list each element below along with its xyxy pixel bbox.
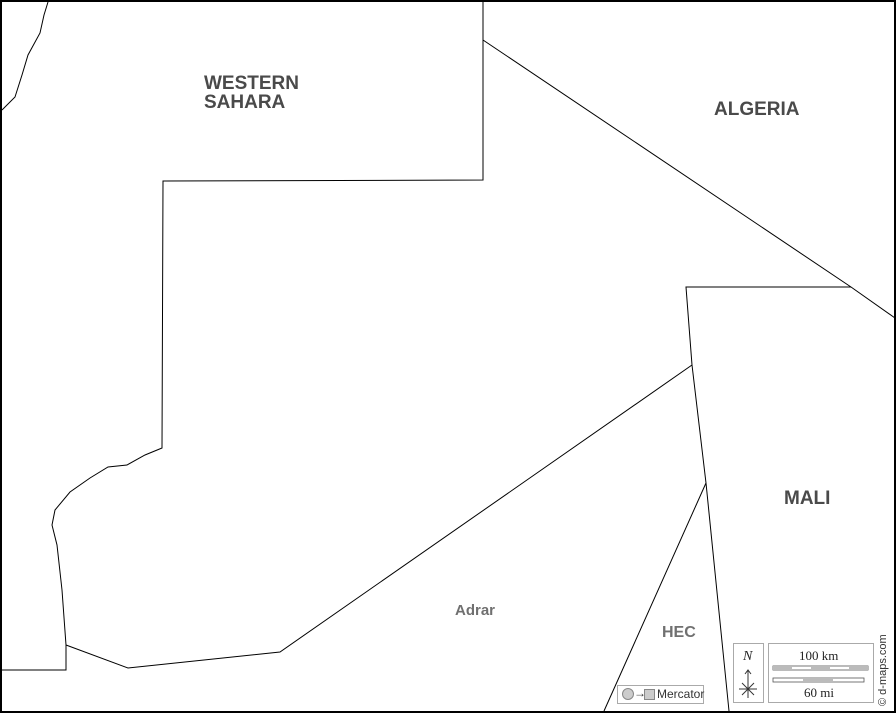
border-mali: [685, 286, 851, 712]
label-line: SAHARA: [204, 92, 286, 113]
label-algeria: ALGERIA: [714, 99, 800, 120]
coastline: [1, 1, 49, 111]
credit-text: © d-maps.com: [877, 634, 889, 706]
scale-mi-label: 60 mi: [804, 685, 834, 700]
globe-icon: [622, 688, 634, 700]
border-adrar: [65, 364, 693, 669]
scale-km-label: 100 km: [799, 648, 839, 663]
label-line: WESTERN: [204, 73, 299, 94]
projection-label: Mercator: [657, 687, 705, 701]
border-hec: [603, 482, 707, 712]
projection-box: → Mercator: [617, 685, 704, 704]
scale-bar-box: 100 km 60 mi: [768, 643, 874, 703]
compass-icon: [739, 669, 757, 698]
label-adrar: Adrar: [455, 602, 496, 619]
label-mali: MALI: [784, 488, 831, 509]
border-algeria: [482, 39, 896, 319]
label-hec: HEC: [662, 624, 696, 641]
border-western-sahara: [2, 2, 484, 671]
north-label: N: [743, 649, 753, 664]
square-icon: [644, 689, 655, 700]
scale-bars: [772, 665, 869, 683]
label-western-sahara: WESTERN SAHARA: [204, 74, 299, 112]
arrow-icon: →: [634, 686, 646, 700]
north-arrow-box: N: [733, 643, 764, 703]
